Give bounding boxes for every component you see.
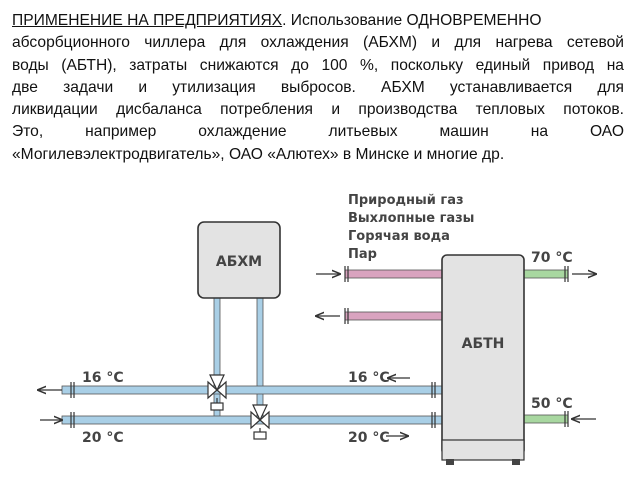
- description-text: ПРИМЕНЕНИЕ НА ПРЕДПРИЯТИЯХ. Использовани…: [12, 10, 624, 166]
- flow-arrows: [38, 274, 596, 436]
- abtn-foot-left: [446, 459, 454, 465]
- abtn-foot-right: [512, 459, 520, 465]
- legend-hot-water: Горячая вода: [348, 229, 450, 244]
- temp-hot-outlet: 70 °С: [531, 250, 573, 266]
- legend-natural-gas: Природный газ: [348, 193, 464, 208]
- text-line-7: «Могилевэлектродвигатель», ОАО «Алютех» …: [12, 145, 505, 163]
- legend-steam: Пар: [348, 247, 377, 262]
- text-line-4: две задачи и утилизация выбросов. АБХМ у…: [12, 78, 624, 96]
- temp-left-top: 16 °С: [82, 370, 124, 386]
- abhm-unit: [197, 221, 281, 299]
- pink-pipe-flanges: [344, 266, 349, 324]
- exhaust-outlet-pipe: [344, 311, 444, 321]
- temp-return-inlet: 50 °С: [531, 396, 573, 412]
- text-line-5: ликвидации дисбаланса потребления и прои…: [12, 101, 624, 119]
- hot-water-return-pipe: [523, 414, 569, 424]
- abhm-right-pipe: [256, 297, 264, 421]
- legend: Природный газ Выхлопные газы Горячая вод…: [348, 193, 474, 262]
- abtn-base: [441, 439, 525, 461]
- text-line-6: Это, например охлаждение литьевых машин …: [12, 123, 624, 141]
- abtn-unit: [441, 254, 525, 456]
- text-line-1: ПРИМЕНЕНИЕ НА ПРЕДПРИЯТИЯХ. Использовани…: [12, 10, 624, 32]
- abhm-supply-pipes: [213, 297, 264, 421]
- text-line-2: абсорбционного чиллера для охлаждения (А…: [12, 34, 624, 52]
- three-way-valve-top: [207, 374, 227, 411]
- text-line-3: воды (АБТН), затраты снижаются до 100 %,…: [12, 56, 624, 74]
- fuel-inlet-pipe: [344, 269, 444, 279]
- legend-exhaust-gas: Выхлопные газы: [348, 211, 474, 226]
- return-pipe-16c: [61, 385, 443, 395]
- green-pipe-flanges: [564, 266, 569, 427]
- three-way-valve-bottom: [250, 404, 270, 440]
- heading-underlined: ПРИМЕНЕНИЕ НА ПРЕДПРИЯТИЯХ: [12, 12, 283, 29]
- temp-left-bottom: 20 °С: [82, 430, 124, 446]
- abtn-label: АБТН: [462, 336, 505, 352]
- hot-water-outlet-pipe: [523, 269, 569, 279]
- abhm-label: АБХМ: [216, 254, 262, 270]
- temp-mid-bottom: 20 °С: [348, 430, 390, 446]
- pipe-flanges: [70, 382, 436, 428]
- temp-mid-top: 16 °С: [348, 370, 390, 386]
- text-line-1-rest: . Использование ОДНОВРЕМЕННО: [282, 12, 542, 29]
